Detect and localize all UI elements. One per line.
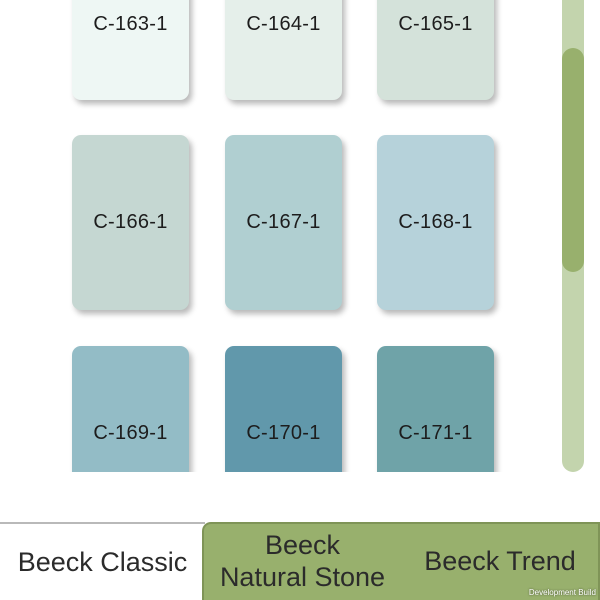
swatch-code: C-171-1 xyxy=(398,422,473,444)
scrollbar-thumb[interactable] xyxy=(562,48,584,272)
swatch-code: C-166-1 xyxy=(93,211,168,233)
swatch-code: C-169-1 xyxy=(93,422,168,444)
swatch-card[interactable]: C-169-1 xyxy=(72,346,189,472)
tab-label-line: Beeck xyxy=(264,530,341,560)
swatch-card[interactable]: C-163-1 xyxy=(72,0,189,100)
tab-beeck-classic[interactable]: Beeck Classic xyxy=(0,522,205,600)
swatch-code: C-170-1 xyxy=(246,422,321,444)
swatch-code: C-164-1 xyxy=(246,13,321,35)
swatch-code: C-165-1 xyxy=(398,13,473,35)
swatch-card[interactable]: C-167-1 xyxy=(225,135,342,310)
swatch-card[interactable]: C-170-1 xyxy=(225,346,342,472)
tab-active-background xyxy=(202,522,600,600)
swatch-grid: C-163-1 C-164-1 C-165-1 C-166-1 C-167-1 … xyxy=(72,0,494,472)
swatch-card[interactable]: C-171-1 xyxy=(377,346,494,472)
swatch-code: C-167-1 xyxy=(246,211,321,233)
swatch-card[interactable]: C-168-1 xyxy=(377,135,494,310)
swatch-card[interactable]: C-166-1 xyxy=(72,135,189,310)
tab-label: Beeck Natural Stone xyxy=(220,529,385,593)
development-build-label: Development Build xyxy=(528,588,596,597)
swatch-card[interactable]: C-164-1 xyxy=(225,0,342,100)
tab-label: Beeck Classic xyxy=(17,546,188,577)
swatch-code: C-163-1 xyxy=(93,13,168,35)
vertical-scrollbar[interactable] xyxy=(562,0,584,472)
swatch-code: C-168-1 xyxy=(398,211,473,233)
tab-beeck-trend[interactable]: Beeck Trend xyxy=(400,522,600,600)
tab-label: Beeck Trend xyxy=(424,545,576,576)
tab-beeck-natural-stone[interactable]: Beeck Natural Stone xyxy=(205,522,400,600)
tab-label-line: Natural Stone xyxy=(219,562,386,592)
collection-tab-bar: Beeck Classic Beeck Natural Stone Beeck … xyxy=(0,522,600,600)
swatch-card[interactable]: C-165-1 xyxy=(377,0,494,100)
